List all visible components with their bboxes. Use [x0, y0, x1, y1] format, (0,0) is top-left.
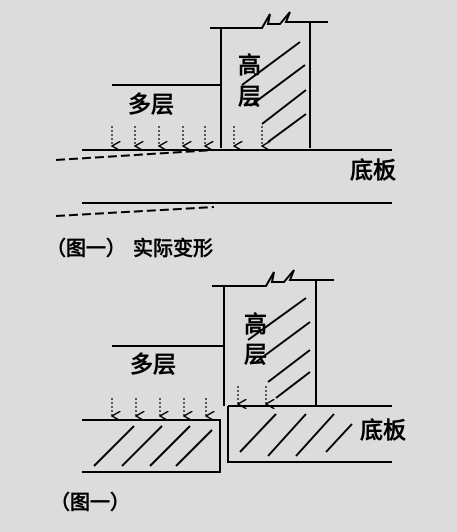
top-deformation-dashed-lower — [55, 206, 215, 217]
top-high-rise-hatch — [261, 89, 307, 125]
bottom-left-slab-hatch — [175, 429, 213, 467]
top-high-rise-roof-break — [210, 11, 328, 29]
bottom-base-slab-label: 底板 — [360, 418, 406, 444]
bottom-high-rise-hatch — [255, 321, 311, 363]
top-figure — [55, 11, 392, 217]
bottom-high-rise-hatch — [267, 349, 311, 383]
bottom-high-rise-label-line1: 高 — [244, 312, 267, 338]
top-high-rise-hatch — [249, 64, 306, 107]
bottom-high-rise-hatch — [247, 297, 307, 341]
bottom-high-rise-label-line2: 层 — [244, 342, 267, 368]
top-high-rise-hatch — [267, 113, 307, 143]
bottom-high-rise-hatch — [275, 371, 311, 399]
top-high-rise-label-line2: 层 — [238, 84, 261, 110]
bottom-multi-story-label: 多层 — [130, 352, 176, 378]
bottom-right-slab-hatch — [325, 423, 353, 453]
bottom-left-slab-hatch — [93, 425, 135, 467]
bottom-high-rise-roof-break — [212, 269, 334, 287]
bottom-right-slab-outline — [227, 406, 392, 463]
bottom-figure — [82, 269, 392, 473]
top-high-rise-label-line1: 高 — [238, 53, 261, 79]
top-figure-caption: （图一） 实际变形 — [46, 236, 213, 260]
bottom-right-slab-hatch — [295, 413, 335, 457]
top-high-rise-hatch — [241, 41, 301, 86]
bottom-left-slab-block — [82, 419, 221, 473]
top-multi-story-label: 多层 — [128, 92, 174, 118]
bottom-right-slab-hatch — [239, 413, 277, 453]
bottom-figure-caption: （图一） — [50, 490, 130, 514]
bottom-left-slab-hatch — [121, 425, 163, 467]
bottom-left-slab-hatch — [149, 425, 191, 467]
top-base-slab-label: 底板 — [350, 158, 396, 184]
top-deformation-dashed-upper — [55, 149, 215, 161]
bottom-right-slab-hatch — [267, 413, 307, 457]
